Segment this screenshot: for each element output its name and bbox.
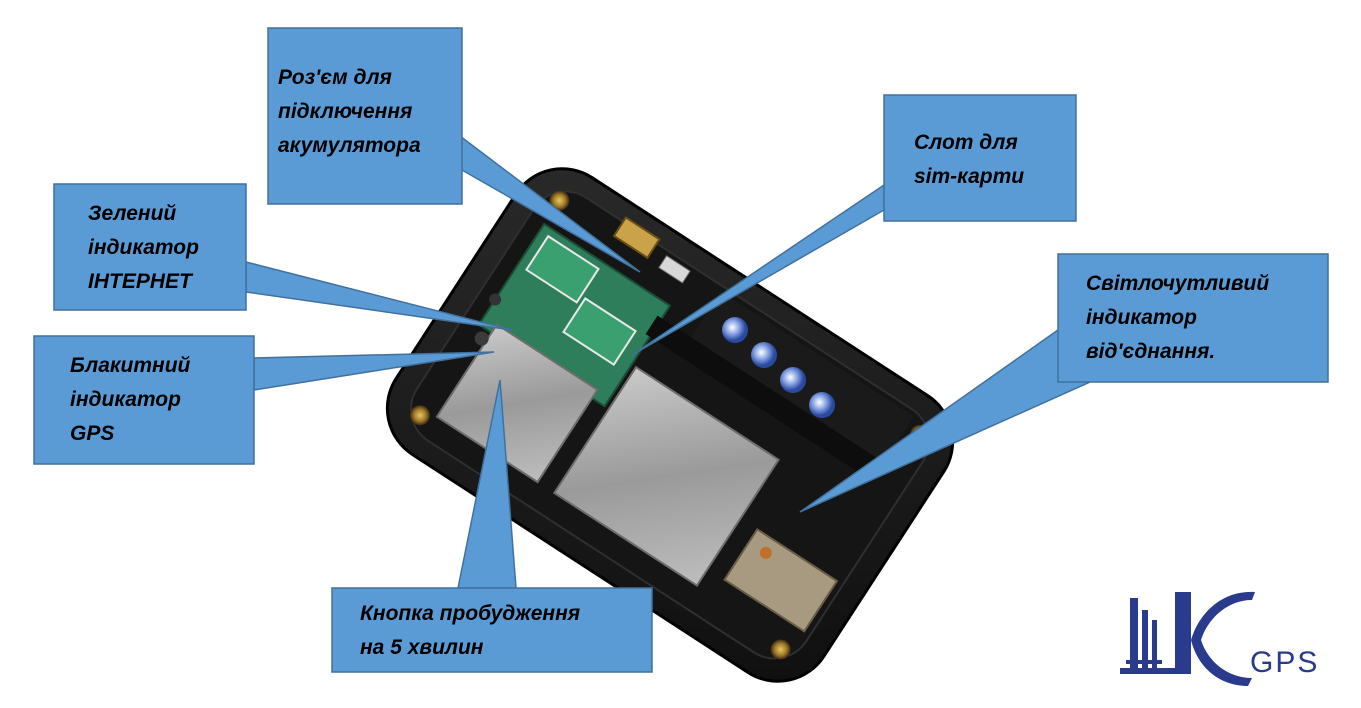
- callout-battery-connector-text: Роз'єм для підключення акумулятора: [278, 66, 421, 157]
- callout-blue-led-text: Блакитний індикатор GPS: [70, 354, 196, 445]
- callout-wake-button: Кнопка пробудження на 5 хвилин: [331, 379, 653, 673]
- lk-gps-logo: GPS: [1120, 591, 1319, 686]
- callout-sim-slot: Слот для sim-карти: [631, 94, 1077, 356]
- logo-letter-l: [1120, 598, 1180, 674]
- gps-tracker-device: [385, 167, 955, 683]
- callout-light-sensor-text: Світлочутливий індикатор від'єднання.: [1086, 272, 1275, 363]
- callout-green-led-text: Зелений індикатор ІНТЕРНЕТ: [88, 202, 205, 293]
- callout-sim-slot-text: Слот для sim-карти: [914, 131, 1024, 188]
- logo-gps-text: GPS: [1250, 646, 1319, 679]
- callout-light-sensor: Світлочутливий індикатор від'єднання.: [799, 253, 1329, 513]
- callout-battery-connector: Роз'єм для підключення акумулятора: [267, 27, 641, 273]
- callout-wake-button-text: Кнопка пробудження на 5 хвилин: [360, 602, 586, 659]
- logo-letter-k: [1175, 591, 1255, 686]
- callout-green-led: Зелений індикатор ІНТЕРНЕТ: [53, 183, 513, 331]
- callout-blue-led: Блакитний індикатор GPS: [33, 335, 495, 465]
